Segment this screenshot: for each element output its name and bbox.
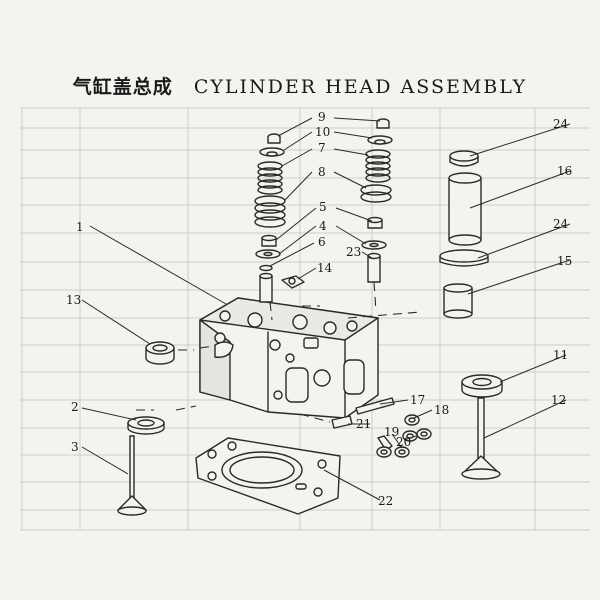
diagram-title: 气缸盖总成 CYLINDER HEAD ASSEMBLY xyxy=(0,72,600,99)
label-2: 2 xyxy=(71,400,79,414)
label-6: 6 xyxy=(318,235,326,249)
title-chinese: 气缸盖总成 xyxy=(72,76,173,98)
label-23: 23 xyxy=(346,245,361,259)
leader-lines xyxy=(81,117,571,501)
label-19: 19 xyxy=(384,425,399,439)
studs-and-nuts xyxy=(331,397,432,458)
label-24-mid: 24 xyxy=(553,217,569,231)
assembly-dash-lines xyxy=(136,281,421,423)
label-3: 3 xyxy=(71,440,79,454)
label-21: 21 xyxy=(356,417,371,431)
label-7: 7 xyxy=(318,141,326,155)
label-24-top: 24 xyxy=(553,117,569,131)
label-20: 20 xyxy=(396,435,411,449)
title-english: CYLINDER HEAD ASSEMBLY xyxy=(193,76,528,98)
label-16: 16 xyxy=(557,164,572,178)
right-valve-stack xyxy=(360,118,393,283)
label-1: 1 xyxy=(76,220,84,234)
label-10: 10 xyxy=(315,125,330,139)
label-22: 22 xyxy=(378,494,393,508)
exhaust-valve-right xyxy=(461,374,503,480)
cylinder-head-block xyxy=(199,297,379,419)
label-18: 18 xyxy=(434,403,449,417)
label-8: 8 xyxy=(318,165,326,179)
part-number-labels: 1 2 3 4 5 6 7 8 9 10 11 12 13 14 15 16 1… xyxy=(66,110,572,508)
label-12: 12 xyxy=(551,393,566,407)
label-4: 4 xyxy=(319,219,327,233)
label-14: 14 xyxy=(317,261,333,275)
label-13: 13 xyxy=(66,293,81,307)
label-5: 5 xyxy=(319,200,327,214)
label-9: 9 xyxy=(318,110,326,124)
injector-sleeve-parts xyxy=(439,150,489,319)
left-valve-stack xyxy=(254,133,305,303)
label-11: 11 xyxy=(553,348,568,362)
head-gasket xyxy=(195,437,341,515)
label-15: 15 xyxy=(557,254,572,268)
intake-valve-left xyxy=(117,416,165,516)
label-17: 17 xyxy=(410,393,425,407)
valve-seat-insert xyxy=(145,341,175,365)
